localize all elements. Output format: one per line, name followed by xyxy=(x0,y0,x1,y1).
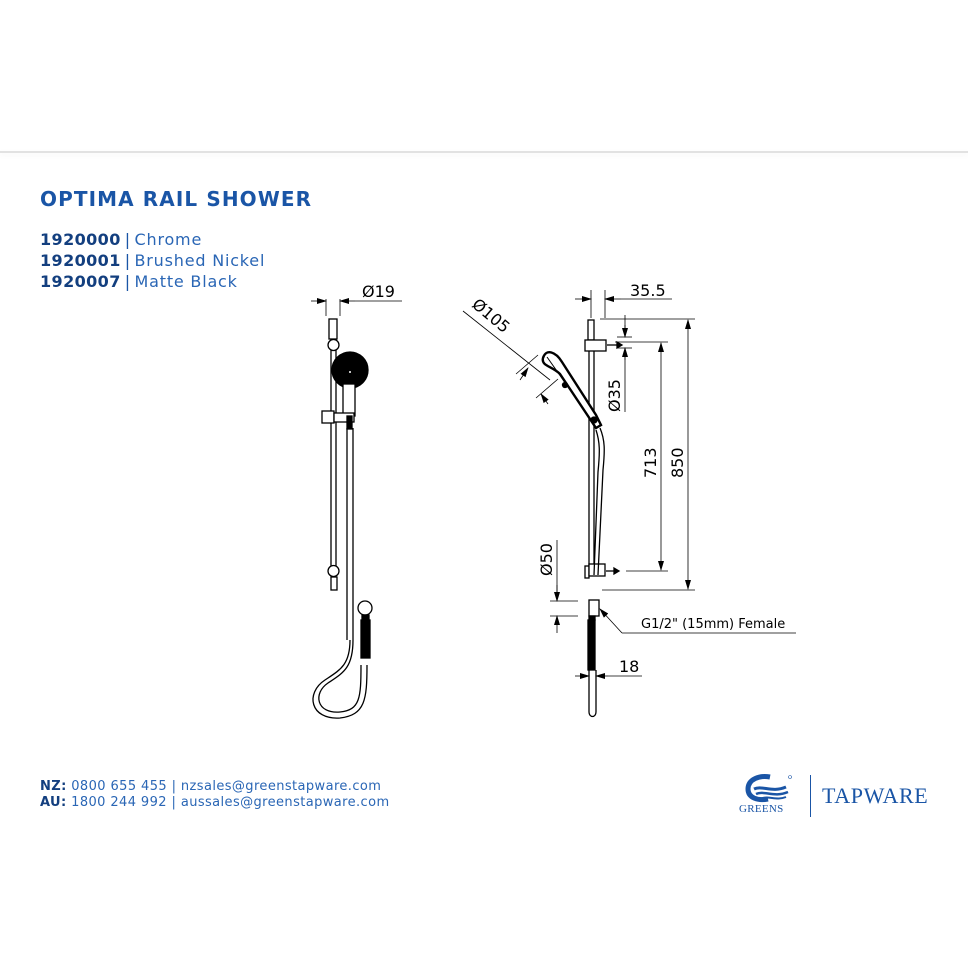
variant-finish: Matte Black xyxy=(134,272,238,291)
variant-finish: Chrome xyxy=(134,230,203,249)
brand-division: TAPWARE xyxy=(822,783,929,808)
variant-separator: | xyxy=(124,251,131,270)
dim-bracket-spacing: 713 xyxy=(641,447,660,478)
dim-rail-length: 850 xyxy=(668,447,687,478)
contact-row: AU: 1800 244 992 | aussales@greenstapwar… xyxy=(40,795,390,811)
page-header-blank xyxy=(0,0,968,152)
contact-separator: | xyxy=(171,779,177,794)
brand-logo: GREENS TAPWARE xyxy=(738,773,938,821)
contact-separator: | xyxy=(171,795,177,810)
connection-note: G1/2" (15mm) Female xyxy=(641,617,785,632)
contact-phone[interactable]: 0800 655 455 xyxy=(71,779,168,794)
header-divider xyxy=(0,151,968,153)
product-title: OPTIMA RAIL SHOWER xyxy=(40,187,313,211)
variant-code: 1920000 xyxy=(40,230,121,249)
brand-name: GREENS xyxy=(739,803,784,815)
dim-bracket-diameter: Ø35 xyxy=(605,379,624,412)
side-view xyxy=(462,290,796,718)
dim-hose-width: 18 xyxy=(619,657,639,676)
variant-separator: | xyxy=(124,230,131,249)
greens-wave-icon xyxy=(745,774,792,803)
dim-elbow-diameter: Ø50 xyxy=(537,543,556,576)
variant-finish: Brushed Nickel xyxy=(134,251,266,270)
dim-handset-diameter: Ø105 xyxy=(468,295,513,337)
variant-code: 1920007 xyxy=(40,272,121,291)
variant-row: 1920000|Chrome xyxy=(40,229,265,250)
variant-code: 1920001 xyxy=(40,251,121,270)
contact-email[interactable]: nzsales@greenstapware.com xyxy=(180,779,382,794)
variant-row: 1920001|Brushed Nickel xyxy=(40,250,265,271)
contact-info: NZ: 0800 655 455 | nzsales@greenstapware… xyxy=(40,779,390,811)
variant-list: 1920000|Chrome 1920001|Brushed Nickel 19… xyxy=(40,229,265,292)
front-view xyxy=(311,298,402,719)
contact-email[interactable]: aussales@greenstapware.com xyxy=(180,795,390,810)
brand-divider xyxy=(810,775,811,817)
dim-rail-diameter: Ø19 xyxy=(362,282,395,301)
variant-row: 1920007|Matte Black xyxy=(40,271,265,292)
contact-row: NZ: 0800 655 455 | nzsales@greenstapware… xyxy=(40,779,390,795)
contact-phone[interactable]: 1800 244 992 xyxy=(71,795,167,810)
dim-rail-offset: 35.5 xyxy=(630,281,666,300)
variant-separator: | xyxy=(124,272,131,291)
contact-region: AU: xyxy=(40,795,67,810)
contact-region: NZ: xyxy=(40,779,67,794)
